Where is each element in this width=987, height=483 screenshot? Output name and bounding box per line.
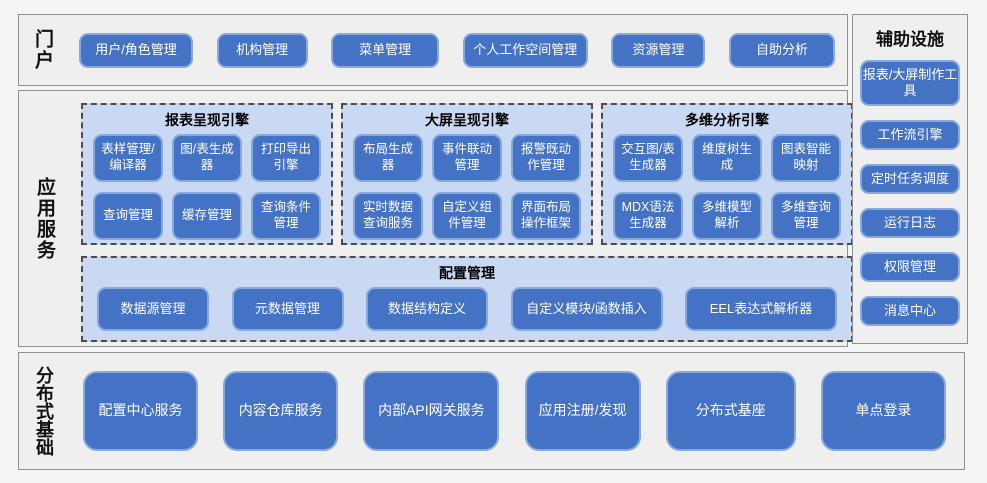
node-dimension-tree-generation: 维度树生成 (692, 134, 762, 182)
node-layout-generator: 布局生成器 (353, 134, 423, 182)
distributed-foundation-section-label: 分布式基础 (34, 366, 54, 456)
config-node-row: 数据源管理 元数据管理 数据结构定义 自定义模块/函数插入 EEL表达式解析器 (97, 287, 837, 331)
node-custom-component-management: 自定义组件管理 (432, 192, 502, 240)
auxiliary-facilities-section: 辅助设施 报表/大屏制作工具 工作流引擎 定时任务调度 运行日志 权限管理 消息… (852, 14, 968, 344)
distributed-foundation-section: 分布式基础 配置中心服务 内容仓库服务 内部API网关服务 应用注册/发现 分布… (18, 352, 965, 470)
node-user-role-management: 用户/角色管理 (79, 32, 193, 68)
node-report-style-management-compiler: 表样管理/编译器 (93, 134, 163, 182)
multidim-engine-grid: 交互图/表生成器 维度树生成 图表智能映射 MDX语法生成器 多维模型解析 多维… (613, 134, 841, 240)
panel-report-presentation-engine: 报表呈现引擎 表样管理/编译器 图/表生成器 打印导出引擎 查询管理 缓存管理 … (81, 103, 333, 245)
app-services-body: 报表呈现引擎 表样管理/编译器 图/表生成器 打印导出引擎 查询管理 缓存管理 … (71, 91, 857, 346)
portal-section: 门户 用户/角色管理 机构管理 菜单管理 个人工作空间管理 资源管理 自助分析 (18, 14, 848, 86)
app-services-section: 应用服务 报表呈现引擎 表样管理/编译器 图/表生成器 打印导出引擎 查询管理 … (18, 90, 853, 347)
node-multidim-query-management: 多维查询管理 (771, 192, 841, 240)
node-cache-management: 缓存管理 (172, 192, 242, 240)
node-workflow-engine: 工作流引擎 (860, 120, 960, 150)
node-self-service-analysis: 自助分析 (728, 32, 835, 68)
node-datasource-management: 数据源管理 (97, 287, 209, 331)
node-eel-expression-parser: EEL表达式解析器 (685, 287, 837, 331)
panel-title-multidimensional-analysis-engine: 多维分析引擎 (685, 112, 769, 128)
panel-title-report-presentation-engine: 报表呈现引擎 (165, 112, 249, 128)
distributed-node-row: 配置中心服务 内容仓库服务 内部API网关服务 应用注册/发现 分布式基座 单点… (83, 371, 946, 451)
node-message-center: 消息中心 (860, 296, 960, 326)
panel-bigscreen-presentation-engine: 大屏呈现引擎 布局生成器 事件联动管理 报警既动作管理 实时数据查询服务 自定义… (341, 103, 593, 245)
node-realtime-data-query-service: 实时数据查询服务 (353, 192, 423, 240)
node-distributed-base: 分布式基座 (665, 371, 796, 451)
node-mdx-syntax-generator: MDX语法生成器 (613, 192, 683, 240)
node-config-center-service: 配置中心服务 (83, 371, 198, 451)
node-resource-management: 资源管理 (611, 32, 706, 68)
panel-title-bigscreen-presentation-engine: 大屏呈现引擎 (425, 112, 509, 128)
bigscreen-engine-grid: 布局生成器 事件联动管理 报警既动作管理 实时数据查询服务 自定义组件管理 界面… (353, 134, 581, 240)
node-print-export-engine: 打印导出引擎 (251, 134, 321, 182)
node-metadata-management: 元数据管理 (231, 287, 344, 331)
node-event-linkage-management: 事件联动管理 (432, 134, 502, 182)
node-query-management: 查询管理 (93, 192, 163, 240)
node-alarm-action-management: 报警既动作管理 (511, 134, 581, 182)
node-internal-api-gateway-service: 内部API网关服务 (363, 371, 500, 451)
node-app-registration-discovery: 应用注册/发现 (524, 371, 641, 451)
node-organization-management: 机构管理 (216, 32, 308, 68)
report-engine-grid: 表样管理/编译器 图/表生成器 打印导出引擎 查询管理 缓存管理 查询条件管理 (93, 134, 321, 240)
auxiliary-facilities-section-label: 辅助设施 (876, 30, 944, 49)
node-chart-smart-mapping: 图表智能映射 (771, 134, 841, 182)
node-multidim-model-parsing: 多维模型解析 (692, 192, 762, 240)
portal-node-row: 用户/角色管理 机构管理 菜单管理 个人工作空间管理 资源管理 自助分析 (79, 32, 835, 68)
node-ui-layout-operation-framework: 界面布局操作框架 (511, 192, 581, 240)
node-interactive-chart-table-generator: 交互图/表生成器 (613, 134, 683, 182)
node-query-condition-management: 查询条件管理 (251, 192, 321, 240)
node-personal-workspace-management: 个人工作空间管理 (462, 32, 588, 68)
panel-title-configuration-management: 配置管理 (439, 265, 495, 281)
node-custom-module-function-insert: 自定义模块/函数插入 (510, 287, 663, 331)
node-single-sign-on: 单点登录 (820, 371, 946, 451)
node-chart-table-generator: 图/表生成器 (172, 134, 242, 182)
node-permission-management: 权限管理 (860, 252, 960, 282)
node-data-structure-definition: 数据结构定义 (366, 287, 488, 331)
panel-configuration-management: 配置管理 数据源管理 元数据管理 数据结构定义 自定义模块/函数插入 EEL表达… (81, 256, 853, 342)
node-run-log: 运行日志 (860, 208, 960, 238)
panel-multidimensional-analysis-engine: 多维分析引擎 交互图/表生成器 维度树生成 图表智能映射 MDX语法生成器 多维… (601, 103, 853, 245)
engine-panel-row: 报表呈现引擎 表样管理/编译器 图/表生成器 打印导出引擎 查询管理 缓存管理 … (81, 103, 853, 245)
node-report-bigscreen-authoring-tool: 报表/大屏制作工具 (860, 60, 960, 106)
node-content-repository-service: 内容仓库服务 (223, 371, 339, 451)
portal-section-label: 门户 (32, 29, 53, 71)
node-menu-management: 菜单管理 (331, 32, 440, 68)
app-services-section-label: 应用服务 (34, 176, 55, 261)
node-scheduled-task-scheduling: 定时任务调度 (860, 164, 960, 194)
